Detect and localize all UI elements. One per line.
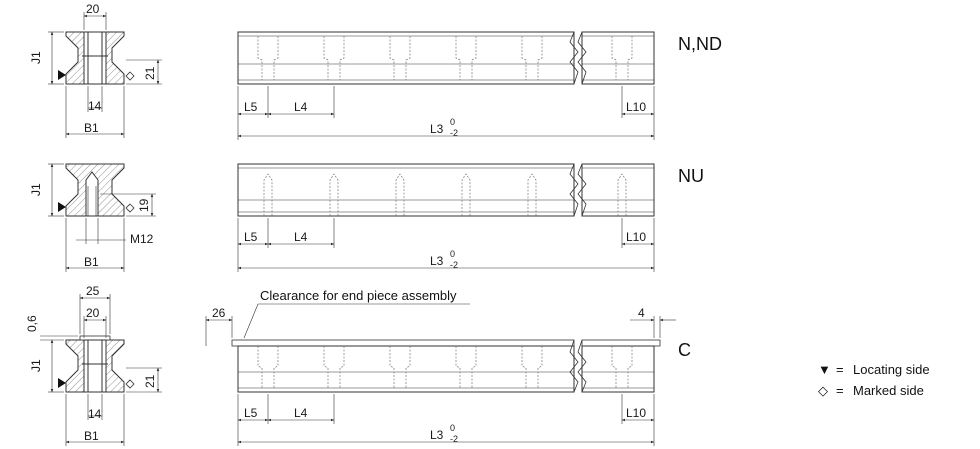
variant-label-nu: NU	[678, 166, 704, 186]
svg-text:0: 0	[450, 249, 455, 259]
section-n-nd	[48, 12, 655, 140]
dim-width-nu: B1	[84, 255, 99, 269]
svg-text:0: 0	[450, 423, 455, 433]
dim-top-c: 20	[86, 306, 100, 320]
variant-label-n-nd: N,ND	[678, 34, 722, 54]
dim-bottom-c: 14	[88, 407, 102, 421]
dim-l-pitch-c: L4	[294, 406, 308, 420]
dim-gap-c: 0,6	[25, 315, 39, 332]
dim-l-pitch-nu: L4	[294, 230, 308, 244]
dim-l-start-nu: L5	[244, 230, 258, 244]
dim-clear-left-c: 26	[212, 306, 226, 320]
locating-side-icon: ▼	[818, 362, 831, 377]
svg-text:-2: -2	[450, 260, 458, 270]
svg-text:-2: -2	[450, 128, 458, 138]
dim-side-n-nd: 21	[143, 66, 157, 80]
dim-thread-nu: M12	[130, 232, 154, 246]
dim-total-c: L3 0 -2	[430, 423, 458, 444]
svg-text:-2: -2	[450, 434, 458, 444]
dim-l-end-n-nd: L10	[626, 100, 646, 114]
dim-height-nu: J1	[29, 183, 43, 196]
dim-width-n-nd: B1	[84, 121, 99, 135]
dim-l-start-c: L5	[244, 406, 258, 420]
dim-width-c: B1	[84, 429, 99, 443]
dim-side-nu: 19	[137, 198, 151, 212]
svg-text:L3: L3	[430, 122, 444, 136]
section-c	[40, 294, 676, 446]
svg-text:0: 0	[450, 117, 455, 127]
dim-l-end-c: L10	[626, 406, 646, 420]
dim-side-c: 21	[143, 374, 157, 388]
svg-text:=: =	[836, 362, 844, 377]
dim-l-start-n-nd: L5	[244, 100, 258, 114]
dim-l-pitch-n-nd: L4	[294, 100, 308, 114]
marked-side-icon: ◇	[818, 383, 828, 398]
variant-label-c: C	[678, 340, 691, 360]
svg-text:L3: L3	[430, 254, 444, 268]
dim-height-c: J1	[29, 359, 43, 372]
svg-text:=: =	[836, 383, 844, 398]
section-nu	[48, 163, 655, 272]
legend-item-locating: ▼ = Locating side	[818, 362, 930, 377]
dim-height-n-nd: J1	[29, 51, 43, 64]
dim-total-nu: L3 0 -2	[430, 249, 458, 270]
dim-bottom-n-nd: 14	[88, 99, 102, 113]
dim-top-n-nd: 20	[86, 2, 100, 16]
legend-item-marked: ◇ = Marked side	[818, 383, 924, 398]
svg-text:L3: L3	[430, 428, 444, 442]
dim-l-end-nu: L10	[626, 230, 646, 244]
dim-total-n-nd: L3 0 -2	[430, 117, 458, 138]
dim-top-outer-c: 25	[86, 284, 100, 298]
svg-text:Marked side: Marked side	[853, 383, 924, 398]
clearance-note: Clearance for end piece assembly	[260, 288, 457, 303]
svg-text:Locating side: Locating side	[853, 362, 930, 377]
legend: ▼ = Locating side ◇ = Marked side	[818, 362, 930, 398]
dim-clear-right-c: 4	[638, 306, 645, 320]
